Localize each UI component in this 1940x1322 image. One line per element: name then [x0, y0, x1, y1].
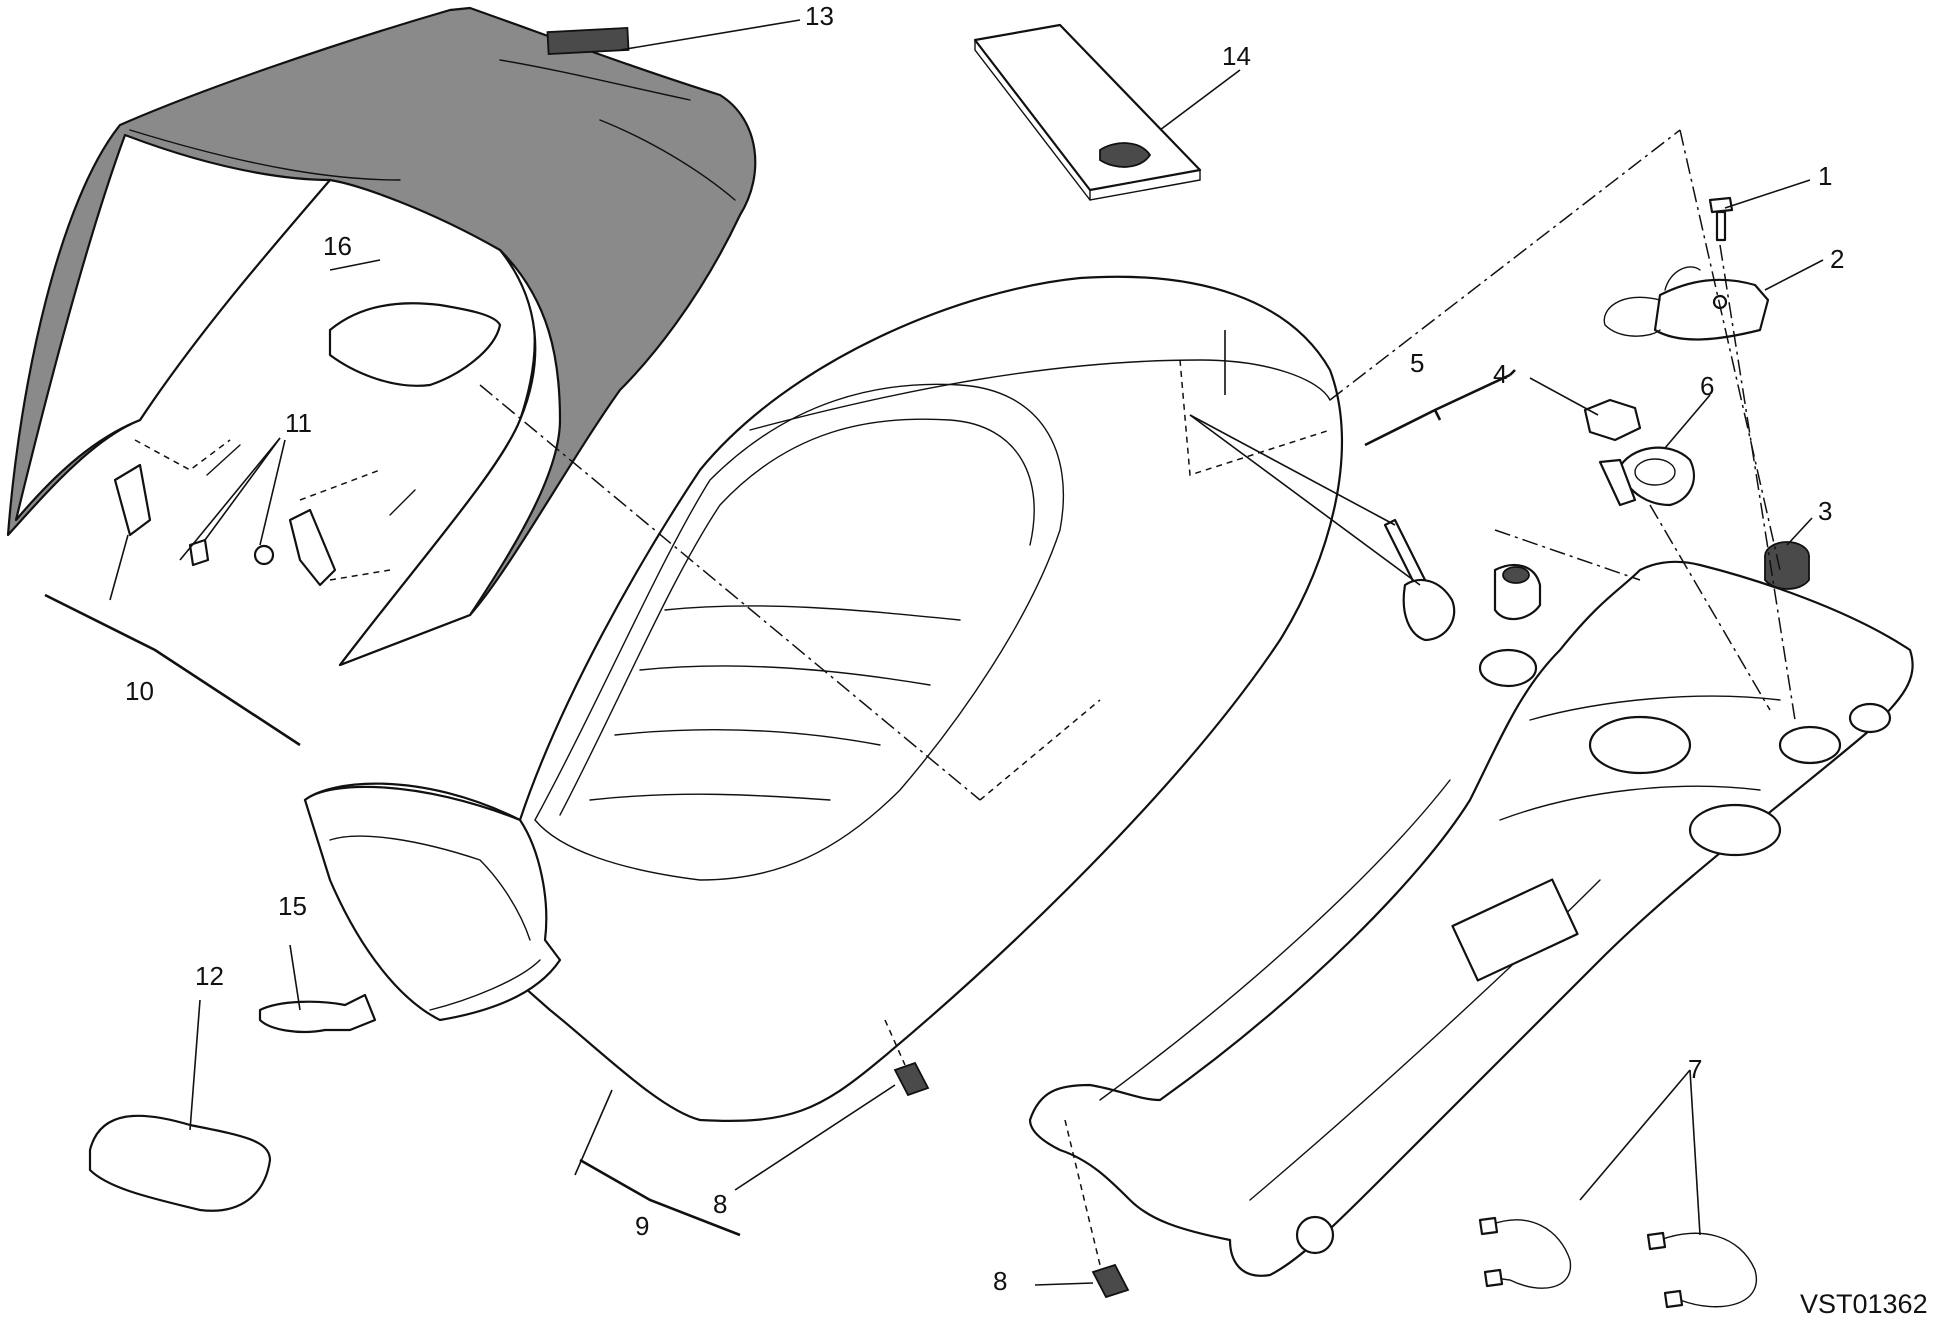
callout-5: 5 — [1410, 348, 1424, 378]
callout-13: 13 — [805, 1, 834, 31]
callout-9: 9 — [635, 1211, 649, 1241]
screw-1 — [1708, 196, 1734, 242]
callout-3: 3 — [1818, 496, 1832, 526]
booklet-14 — [973, 23, 1202, 201]
assembly-lines — [134, 129, 1796, 1266]
buffer-8-lower — [1091, 1263, 1130, 1299]
rider-seat-9 — [303, 275, 1344, 1122]
lock-key-5 — [1383, 518, 1542, 642]
drawing-code: VST01362 — [1800, 1289, 1928, 1319]
callout-4: 4 — [1493, 359, 1507, 389]
seat-subframe — [1028, 560, 1914, 1277]
callout-8-lower: 8 — [993, 1266, 1007, 1296]
callout-11: 11 — [285, 408, 312, 438]
callout-15: 15 — [278, 891, 307, 921]
strap-15 — [258, 993, 377, 1034]
pad-16 — [328, 302, 502, 387]
callout-14: 14 — [1222, 41, 1251, 71]
callout-8-upper: 8 — [713, 1189, 727, 1219]
callout-6: 6 — [1700, 371, 1714, 401]
callout-16: 16 — [323, 231, 352, 261]
nut-4 — [1583, 398, 1642, 442]
group-braces — [44, 369, 1516, 1237]
cover-logo-patch — [546, 26, 630, 56]
seat-cover-13 — [6, 6, 757, 667]
callout-10: 10 — [125, 676, 154, 706]
latch-parts-10-11 — [113, 444, 416, 587]
callout-7: 7 — [1688, 1054, 1702, 1084]
callout-2: 2 — [1830, 244, 1844, 274]
cables-7 — [1478, 1216, 1758, 1309]
latch-bracket-2 — [1603, 266, 1770, 341]
plug-3 — [1764, 541, 1810, 590]
callout-12: 12 — [195, 961, 224, 991]
foam-block-12 — [88, 1114, 272, 1212]
callout-1: 1 — [1818, 161, 1832, 191]
buffer-8-upper — [893, 1061, 930, 1097]
clip-6 — [1598, 446, 1695, 507]
